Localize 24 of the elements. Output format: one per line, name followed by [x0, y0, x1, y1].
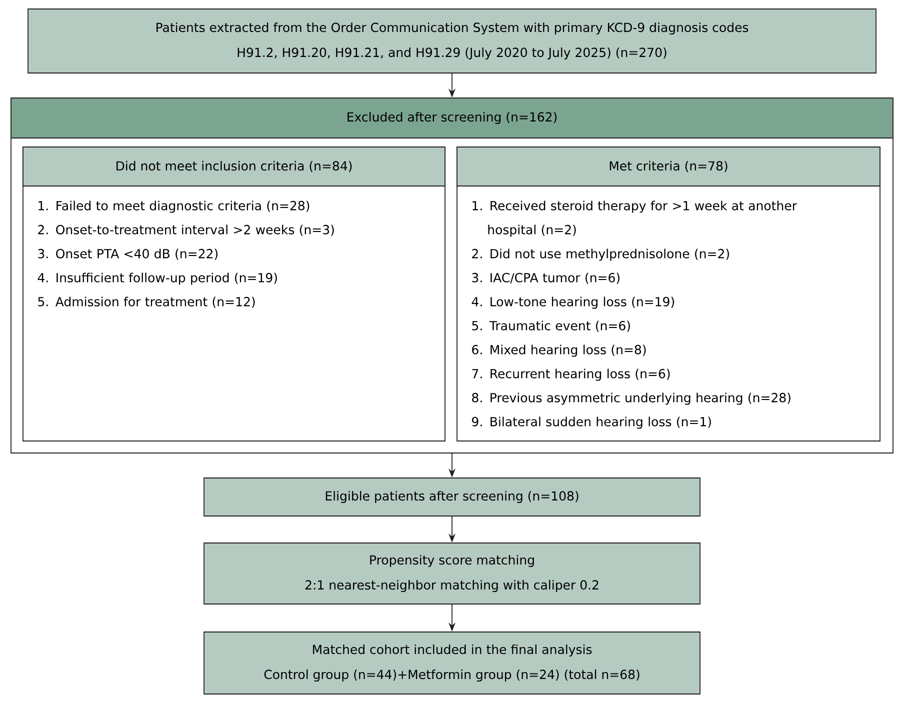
process-box: Matched cohort included in the final analysis Control group (n=44)+Metformin group (n=24) (total n=68): [204, 632, 700, 694]
header-band: Did not meet inclusion criteria (n=84): [22, 146, 446, 186]
header-band: Met criteria (n=78): [456, 146, 880, 186]
criteria-box: [456, 146, 880, 442]
list-item: 2. Onset-to-treatment interval >2 weeks (n=3): [38, 224, 334, 236]
list-item: 7. Recurrent hearing loss (n=6): [472, 368, 670, 381]
list-item: 5. Traumatic event (n=6): [472, 320, 630, 332]
list-item: 8. Previous asymmetric underlying hearing (n=28): [472, 392, 790, 405]
list-item: 9. Bilateral sudden hearing loss (n=1): [472, 416, 711, 429]
list-item: 1. Failed to meet diagnostic criteria (n=28): [38, 200, 310, 213]
process-box: Patients extracted from the Order Communication System with primary KCD-9 diagnosis codes H91.2, H91.20, H91.21, and H91.29 (July 2020 to July 2025) (n=270): [28, 8, 876, 74]
list-item: 1. Received steroid therapy for >1 week at another hospital (n=2): [472, 200, 797, 237]
list-item: 3. Onset PTA <40 dB (n=22): [38, 248, 218, 260]
process-box: Propensity score matching 2:1 nearest-neighbor matching with caliper 0.2: [204, 542, 700, 604]
criteria-box: [22, 146, 446, 442]
list-item: 6. Mixed hearing loss (n=8): [472, 344, 646, 357]
list-item: 5. Admission for treatment (n=12): [38, 296, 255, 308]
list-item: 4. Low-tone hearing loss (n=19): [472, 296, 674, 309]
exclusion-box: [10, 98, 894, 454]
process-box: Eligible patients after screening (n=108): [204, 478, 700, 516]
header-band: Excluded after screening (n=162): [10, 98, 894, 138]
list-item: 2. Did not use methylprednisolone (n=2): [472, 248, 729, 261]
list-item: 4. Insufficient follow-up period (n=19): [38, 272, 277, 285]
list-item: 3. IAC/CPA tumor (n=6): [472, 272, 620, 284]
